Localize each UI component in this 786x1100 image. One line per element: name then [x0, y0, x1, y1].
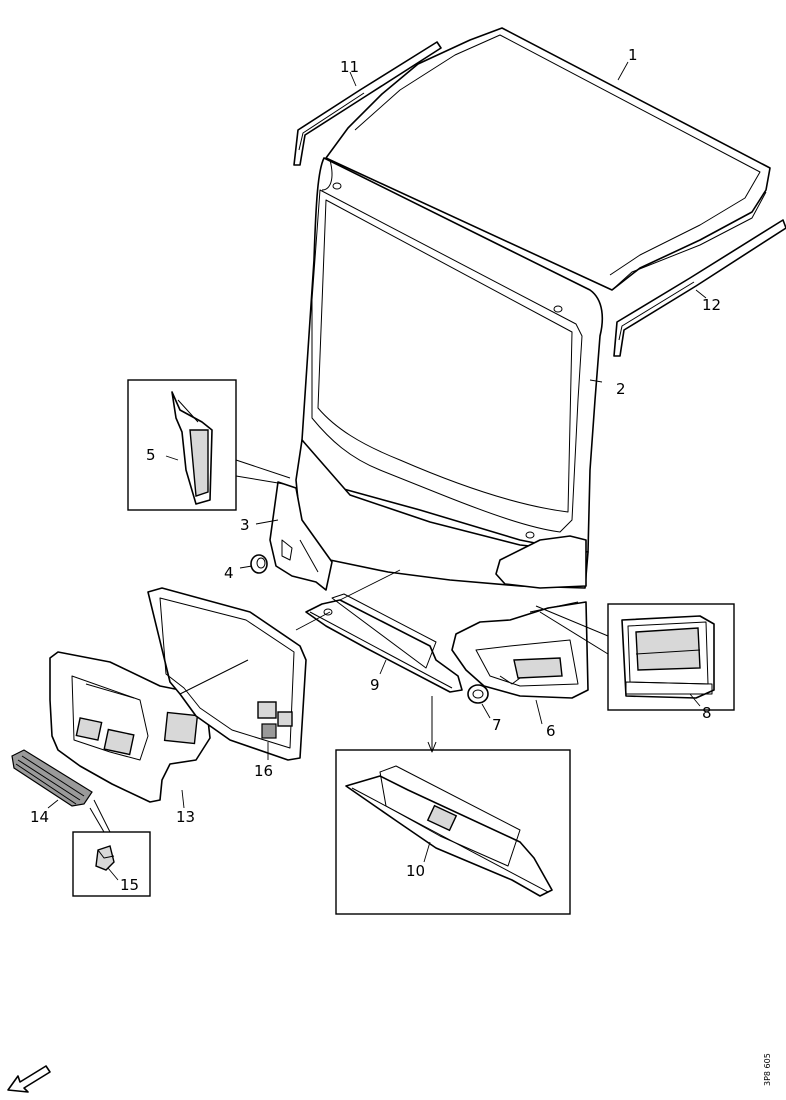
- callout-4: 4: [224, 564, 234, 582]
- callout-6: 6: [546, 722, 556, 740]
- callout-14: 14: [30, 808, 49, 826]
- detail-box-part-10: [335, 696, 571, 915]
- part-1-roof-panel: [325, 27, 771, 291]
- part-6-right-console-panel: [451, 601, 589, 699]
- callout-1: 1: [628, 46, 638, 64]
- part-12-right-trim-strip: [613, 219, 786, 357]
- part-4-knob: [250, 554, 268, 574]
- part-14-grille: [11, 749, 93, 807]
- callout-2: 2: [616, 380, 626, 398]
- part-9-shelf-beam: [295, 569, 463, 693]
- orientation-arrow-icon: [7, 1065, 51, 1093]
- callout-8: 8: [702, 704, 712, 722]
- callout-15: 15: [120, 876, 139, 894]
- callout-12: 12: [702, 296, 721, 314]
- part-3-left-lower-panel: [269, 481, 333, 591]
- part-7-knob: [467, 684, 489, 704]
- part-16-side-panel: [147, 587, 307, 761]
- detail-box-part-15: [72, 799, 151, 897]
- callout-7: 7: [492, 716, 502, 734]
- callout-13: 13: [176, 808, 195, 826]
- detail-box-part-5: [127, 379, 291, 511]
- callout-9: 9: [370, 676, 380, 694]
- callout-16: 16: [254, 762, 273, 780]
- part-11-left-trim-strip: [293, 41, 442, 166]
- part-13-cover-panel: [49, 651, 211, 803]
- detail-box-part-8: [535, 603, 735, 711]
- callout-3: 3: [240, 516, 250, 534]
- drawing-reference-number: 3P8 605: [763, 1053, 772, 1086]
- callout-5: 5: [146, 446, 156, 464]
- callout-11: 11: [340, 58, 359, 76]
- callout-labels: 1 2 3 4 5 6 7 8 9 10 11 12 13 14 15 16: [30, 46, 721, 894]
- callout-10: 10: [406, 862, 425, 880]
- callout-leaders: [47, 61, 707, 881]
- part-2-front-frame: [295, 157, 604, 589]
